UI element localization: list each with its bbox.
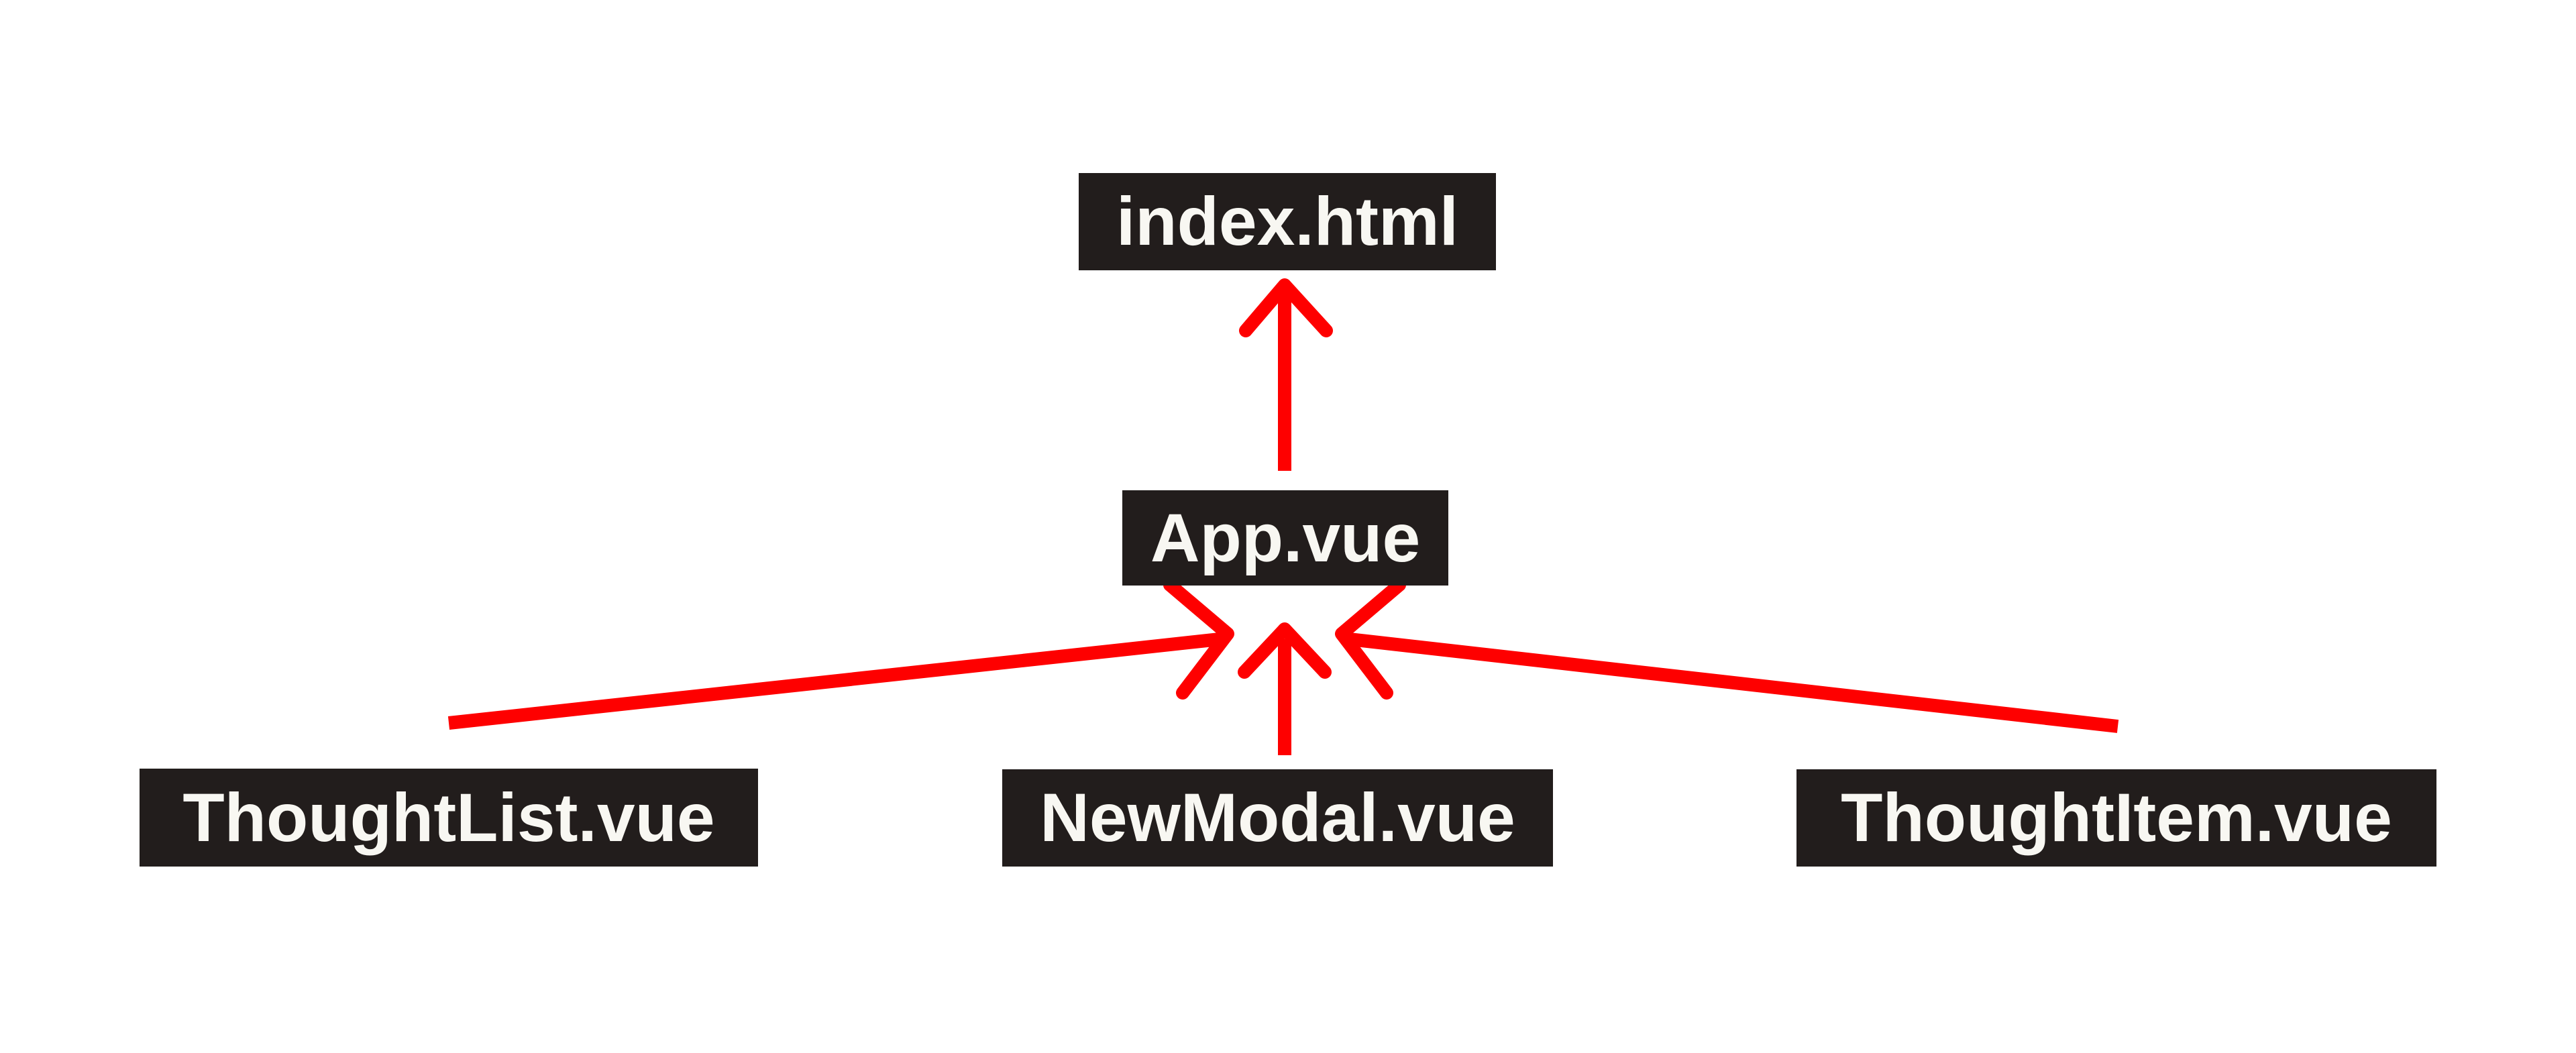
node-thoughtitem-vue: ThoughtItem.vue: [1796, 769, 2436, 867]
arrow-thoughtlist-vue-to-app-vue: [447, 578, 1234, 730]
arrow-app-vue-to-index-html: [1239, 278, 1333, 471]
node-label: App.vue: [1150, 499, 1421, 576]
arrow-thoughtitem-vue-to-app-vue: [1335, 578, 2119, 733]
arrowhead-icon: [1238, 622, 1332, 679]
arrowhead-icon: [1163, 578, 1234, 700]
node-index-html: index.html: [1079, 173, 1496, 270]
node-thoughtlist-vue: ThoughtList.vue: [140, 769, 758, 867]
arrow-shaft: [1348, 632, 2119, 733]
arrowhead-icon: [1239, 278, 1333, 337]
node-label: ThoughtItem.vue: [1841, 779, 2392, 856]
node-app-vue: App.vue: [1122, 490, 1448, 586]
node-label: ThoughtList.vue: [182, 779, 715, 856]
node-newmodal-vue: NewModal.vue: [1002, 769, 1553, 867]
node-label: index.html: [1116, 183, 1459, 260]
arrow-newmodal-vue-to-app-vue: [1238, 622, 1332, 755]
arrowhead-icon: [1335, 578, 1406, 700]
node-label: NewModal.vue: [1040, 779, 1515, 856]
arrow-shaft: [447, 632, 1221, 730]
